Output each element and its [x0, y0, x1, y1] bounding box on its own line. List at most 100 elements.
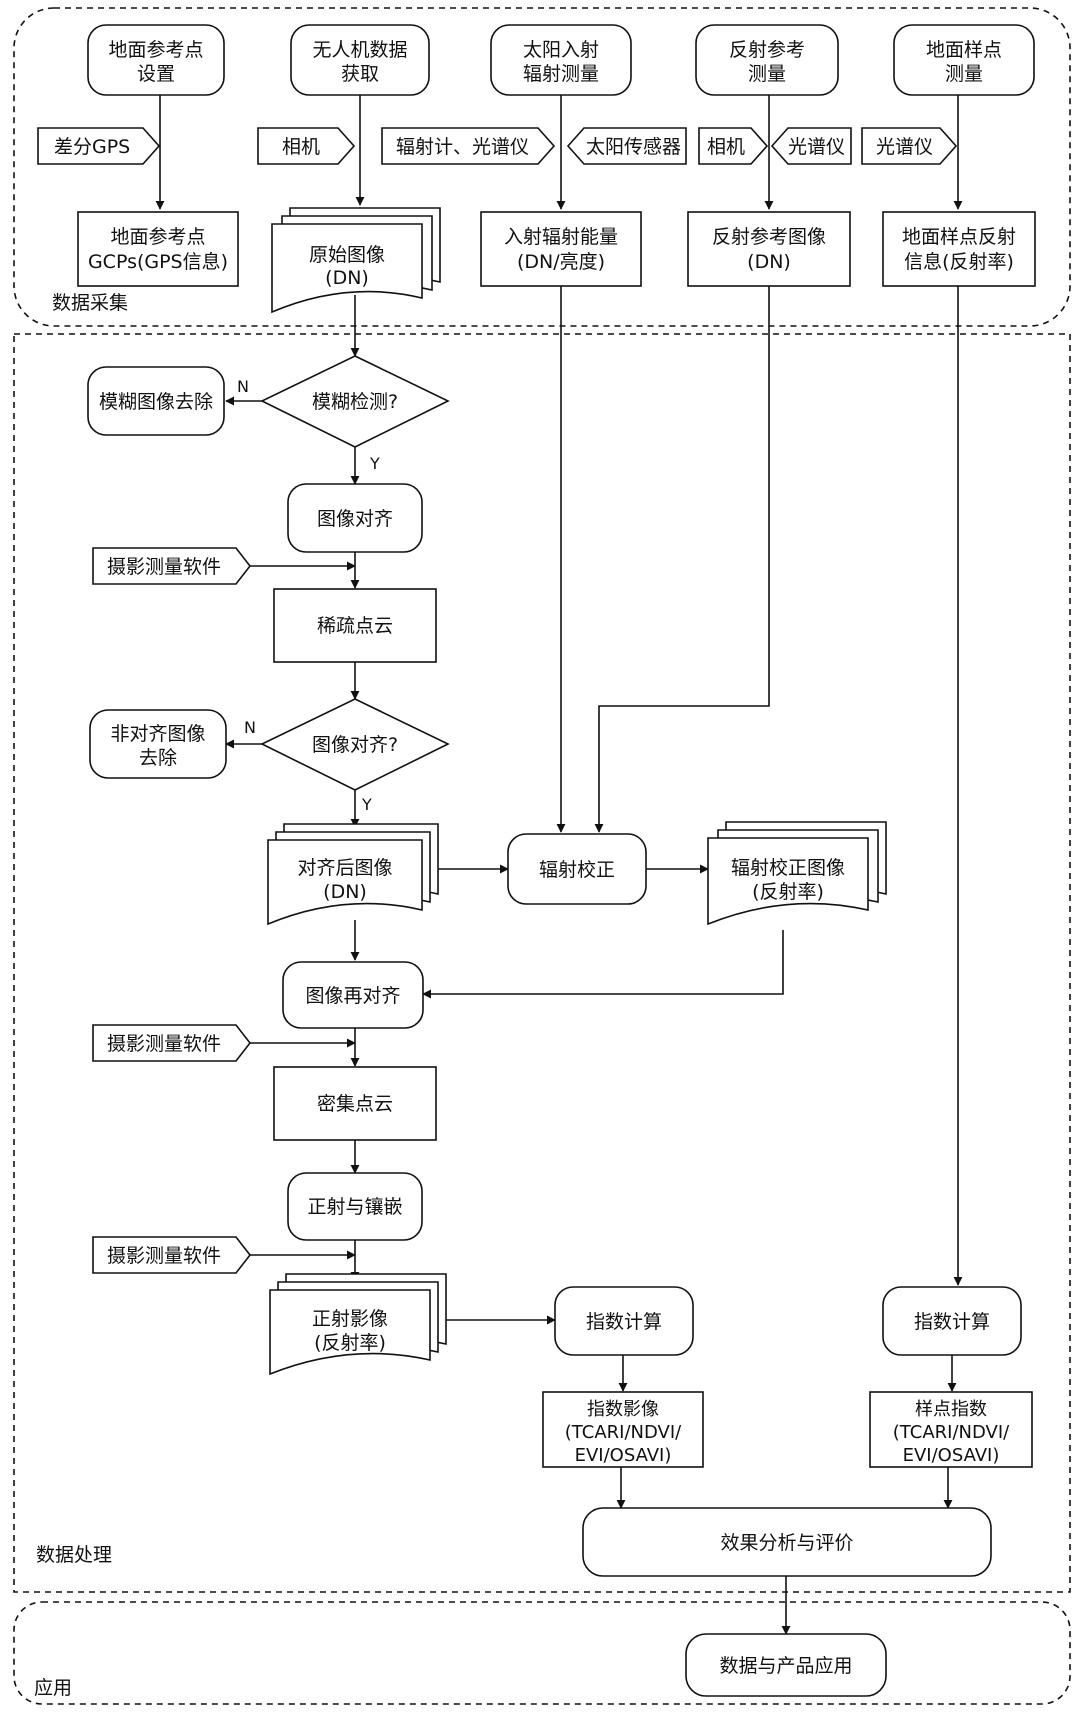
svg-text:(DN/亮度): (DN/亮度): [517, 251, 605, 273]
svg-text:入射辐射能量: 入射辐射能量: [504, 226, 618, 248]
node-aligned-images: 对齐后图像 (DN): [267, 823, 439, 926]
node-index-image: 指数影像 (TCARI/NDVI/ EVI/OSAVI): [542, 1391, 704, 1468]
application-frame: [13, 1601, 1071, 1705]
section-label-processing: 数据处理: [36, 1544, 112, 1566]
tag-radiometer-spectrometer: 辐射计、光谱仪: [381, 127, 556, 165]
svg-text:指数计算: 指数计算: [586, 1311, 662, 1333]
node-incident-radiation-energy: 入射辐射能量 (DN/亮度): [480, 211, 642, 287]
svg-text:密集点云: 密集点云: [317, 1093, 393, 1115]
node-ground-sample-measurement: 地面样点 测量: [893, 24, 1035, 96]
svg-text:相机: 相机: [282, 136, 320, 158]
tag-spectrometer: 光谱仪: [861, 127, 958, 165]
svg-text:指数计算: 指数计算: [914, 1311, 990, 1333]
svg-text:反射参考: 反射参考: [729, 39, 805, 61]
svg-text:地面参考点: 地面参考点: [108, 39, 203, 61]
svg-text:正射与镶嵌: 正射与镶嵌: [307, 1196, 402, 1218]
node-image-alignment: 图像对齐: [287, 483, 423, 553]
node-ground-sample-reflectance: 地面样点反射 信息(反射率): [882, 211, 1036, 287]
svg-text:测量: 测量: [748, 63, 786, 85]
svg-text:反射参考图像: 反射参考图像: [712, 226, 826, 248]
svg-text:辐射校正: 辐射校正: [539, 859, 615, 881]
svg-text:(反射率): (反射率): [752, 881, 824, 903]
node-image-realignment: 图像再对齐: [282, 961, 424, 1029]
svg-text:地面样点: 地面样点: [926, 39, 1002, 61]
svg-text:(DN): (DN): [325, 267, 369, 289]
svg-text:效果分析与评价: 效果分析与评价: [720, 1532, 853, 1554]
tag-spectrometer: 光谱仪: [770, 127, 852, 165]
node-unaligned-image-removal: 非对齐图像 去除: [89, 709, 227, 779]
svg-text:相机: 相机: [707, 136, 745, 158]
svg-text:摄影测量软件: 摄影测量软件: [107, 1245, 221, 1267]
svg-text:指数影像: 指数影像: [587, 1399, 659, 1420]
svg-text:辐射计、光谱仪: 辐射计、光谱仪: [396, 136, 529, 158]
svg-text:太阳入射: 太阳入射: [523, 39, 599, 61]
node-ortho-mosaic: 正射与镶嵌: [287, 1172, 423, 1241]
node-radiometrically-corrected-images: 辐射校正图像 (反射率): [707, 821, 887, 926]
svg-text:对齐后图像: 对齐后图像: [297, 857, 392, 879]
tag-sun-sensor: 太阳传感器: [566, 127, 687, 165]
svg-text:光谱仪: 光谱仪: [876, 136, 933, 158]
svg-text:图像对齐?: 图像对齐?: [312, 734, 398, 756]
svg-text:摄影测量软件: 摄影测量软件: [107, 1033, 221, 1055]
node-solar-irradiance-measurement: 太阳入射 辐射测量: [490, 24, 632, 96]
node-raw-images: 原始图像 (DN): [271, 207, 441, 314]
svg-text:辐射校正图像: 辐射校正图像: [731, 857, 845, 879]
svg-text:获取: 获取: [341, 63, 379, 85]
svg-text:图像再对齐: 图像再对齐: [305, 985, 400, 1007]
svg-text:GCPs(GPS信息): GCPs(GPS信息): [88, 251, 228, 273]
svg-text:样点指数: 样点指数: [915, 1399, 987, 1420]
node-gcp-setup: 地面参考点 设置: [87, 24, 225, 96]
svg-text:正射影像: 正射影像: [312, 1308, 388, 1330]
node-reflectance-reference-measurement: 反射参考 测量: [695, 24, 839, 96]
svg-text:模糊图像去除: 模糊图像去除: [99, 391, 213, 413]
node-index-calculation: 指数计算: [882, 1286, 1022, 1356]
svg-text:(TCARI/NDVI/: (TCARI/NDVI/: [893, 1422, 1010, 1443]
node-sparse-point-cloud: 稀疏点云: [273, 588, 437, 663]
svg-text:非对齐图像: 非对齐图像: [110, 723, 205, 745]
svg-text:太阳传感器: 太阳传感器: [586, 136, 681, 158]
svg-text:稀疏点云: 稀疏点云: [317, 615, 393, 637]
svg-text:差分GPS: 差分GPS: [54, 136, 130, 158]
section-label-application: 应用: [34, 1677, 72, 1699]
svg-text:模糊检测?: 模糊检测?: [312, 391, 398, 413]
node-index-calculation: 指数计算: [554, 1286, 694, 1356]
node-effect-analysis-evaluation: 效果分析与评价: [582, 1507, 992, 1577]
node-blurred-image-removal: 模糊图像去除: [87, 366, 225, 436]
svg-text:地面参考点: 地面参考点: [110, 226, 205, 248]
svg-text:测量: 测量: [945, 63, 983, 85]
svg-text:(DN): (DN): [747, 251, 791, 273]
node-radiometric-correction: 辐射校正: [507, 833, 647, 905]
svg-text:去除: 去除: [139, 747, 177, 769]
data-processing-frame: [13, 333, 1071, 1593]
svg-text:光谱仪: 光谱仪: [788, 136, 845, 158]
tag-photogrammetry-software: 摄影测量软件: [92, 1236, 252, 1274]
decision-image-alignment: 图像对齐?: [260, 698, 450, 791]
tag-camera: 相机: [257, 127, 356, 165]
svg-text:信息(反射率): 信息(反射率): [904, 251, 1014, 273]
svg-text:EVI/OSAVI): EVI/OSAVI): [903, 1445, 1000, 1466]
node-orthophoto: 正射影像 (反射率): [269, 1273, 447, 1376]
branch-label-no: N: [244, 718, 256, 737]
svg-text:EVI/OSAVI): EVI/OSAVI): [575, 1445, 672, 1466]
svg-text:无人机数据: 无人机数据: [312, 39, 407, 61]
svg-text:数据与产品应用: 数据与产品应用: [719, 1655, 852, 1677]
branch-label-no: N: [237, 377, 249, 396]
node-dense-point-cloud: 密集点云: [273, 1066, 437, 1141]
svg-text:(TCARI/NDVI/: (TCARI/NDVI/: [565, 1422, 682, 1443]
node-gcp-info: 地面参考点 GCPs(GPS信息): [77, 211, 239, 287]
svg-text:地面样点反射: 地面样点反射: [902, 226, 1016, 248]
edges: [155, 95, 963, 1635]
decision-blur-detection: 模糊检测?: [260, 355, 450, 448]
svg-text:原始图像: 原始图像: [309, 244, 385, 266]
section-label-collection: 数据采集: [52, 292, 128, 314]
tag-photogrammetry-software: 摄影测量软件: [92, 1024, 252, 1062]
node-uav-data-acquisition: 无人机数据 获取: [290, 24, 430, 96]
branch-label-yes: Y: [361, 795, 372, 814]
data-collection-frame: [13, 7, 1071, 327]
svg-text:摄影测量软件: 摄影测量软件: [107, 556, 221, 578]
node-data-product-application: 数据与产品应用: [685, 1633, 887, 1697]
svg-text:设置: 设置: [137, 63, 175, 85]
tag-differential-gps: 差分GPS: [37, 127, 161, 165]
branch-label-yes: Y: [369, 454, 380, 473]
